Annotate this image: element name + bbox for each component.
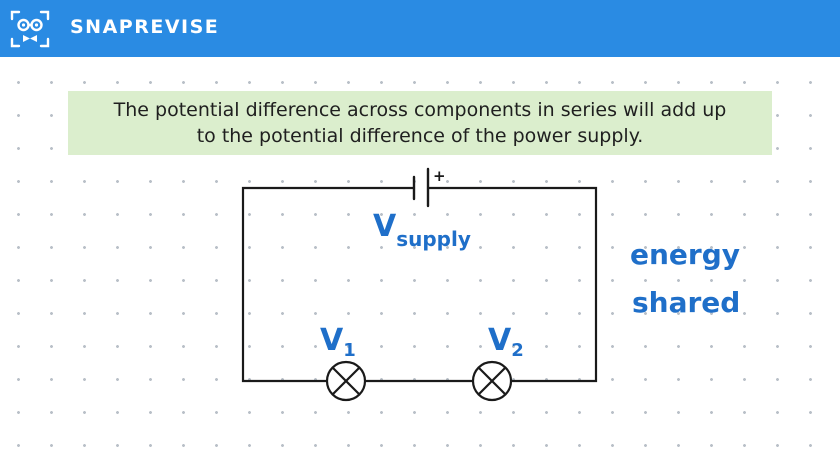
statement-line-1: The potential difference across componen… bbox=[113, 99, 727, 121]
energy-note-line-2: shared bbox=[632, 286, 740, 319]
face-glasses-bowtie-icon bbox=[10, 10, 50, 48]
battery-polarity-label: + bbox=[433, 167, 446, 185]
bulb-2-voltage-label: V2 bbox=[488, 323, 524, 361]
wire-top-left bbox=[241, 186, 416, 383]
bulb-1-symbol bbox=[325, 360, 367, 402]
energy-note-line-1: energy bbox=[630, 238, 740, 271]
statement-box: The potential difference across componen… bbox=[68, 91, 772, 155]
statement-line-2: to the potential difference of the power… bbox=[196, 125, 644, 147]
bulb-2-symbol bbox=[471, 360, 513, 402]
wire-top-right bbox=[426, 186, 598, 383]
bulb-1-voltage-label: V1 bbox=[320, 323, 356, 361]
brand-name: SNAPREVISE bbox=[70, 16, 220, 38]
supply-voltage-label: Vsupply bbox=[373, 209, 471, 251]
header-bar: SNAPREVISE bbox=[0, 0, 840, 57]
battery-cell-symbol bbox=[412, 167, 430, 208]
